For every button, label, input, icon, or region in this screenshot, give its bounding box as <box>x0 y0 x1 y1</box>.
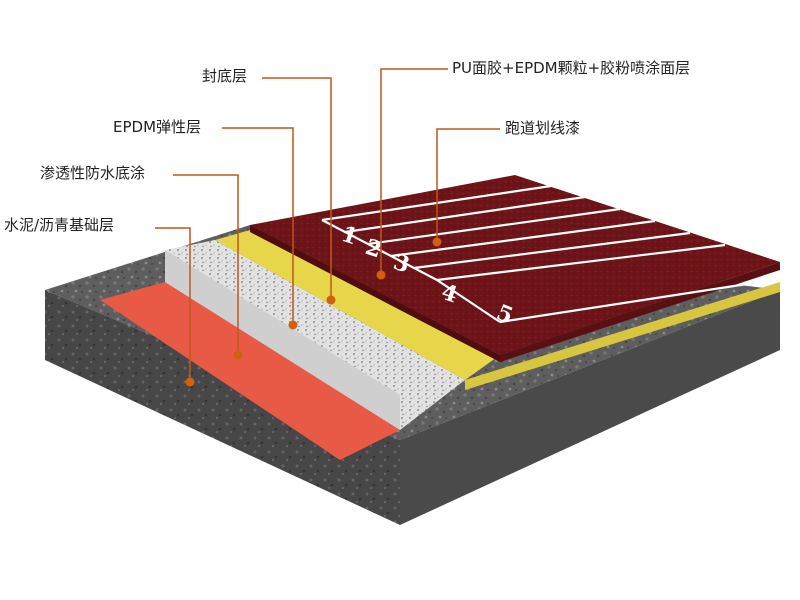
marker-seal-layer <box>326 295 336 305</box>
base-layer-front <box>45 290 400 525</box>
label-track-marking: 跑道划线漆 <box>505 119 581 137</box>
lane-number-4: 4 <box>438 279 461 308</box>
marker-base <box>185 377 195 387</box>
base-layer-side <box>400 290 780 525</box>
label-epdm-layer: EPDM弹性层 <box>113 118 202 136</box>
epdm-layer <box>165 240 465 430</box>
lane-lines <box>321 184 761 324</box>
lane-numbers: 1 2 3 4 5 <box>338 221 517 329</box>
track-surface-side <box>500 262 780 362</box>
marker-track-marking <box>432 237 442 247</box>
label-pu-surface: PU面胶+EPDM颗粒+胶粉喷涂面层 <box>452 59 691 77</box>
label-primer: 渗透性防水底涂 <box>40 164 146 182</box>
marker-pu-surface <box>376 270 386 280</box>
label-seal-layer: 封底层 <box>202 67 248 85</box>
marker-primer <box>233 350 243 360</box>
lane-number-2: 2 <box>362 234 385 263</box>
marker-epdm-layer <box>288 320 298 330</box>
leader-lines <box>155 68 500 382</box>
label-base: 水泥/沥青基础层 <box>4 216 115 234</box>
track-surface-front <box>250 225 500 362</box>
primer-layer <box>100 282 400 460</box>
track-surface <box>250 175 780 355</box>
epdm-layer-edge <box>165 250 400 430</box>
leader-markers <box>185 237 442 387</box>
seal-layer <box>215 230 500 380</box>
lane-number-3: 3 <box>390 249 413 278</box>
seal-layer-side <box>465 282 780 390</box>
lane-number-1: 1 <box>338 221 361 250</box>
